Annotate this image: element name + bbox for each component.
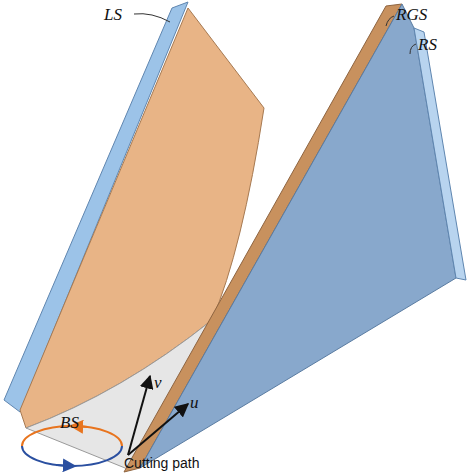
right-side-slab: [414, 28, 466, 280]
u-axis: [128, 404, 188, 455]
v-axis: [128, 376, 150, 455]
leader-line: [410, 44, 416, 54]
leader-line: [386, 16, 394, 26]
part-label: BS: [60, 414, 79, 431]
part-label: RS: [418, 36, 437, 53]
path-label: Cutting path: [124, 456, 200, 470]
leader-line: [134, 14, 170, 22]
cutting-path-lower: [22, 446, 122, 466]
axis-label: u: [190, 394, 199, 411]
right-face: [140, 4, 456, 468]
path-arrow: [56, 465, 74, 466]
part-label: LS: [104, 6, 122, 23]
part-label: RGS: [396, 6, 427, 23]
axis-label: v: [154, 374, 162, 391]
